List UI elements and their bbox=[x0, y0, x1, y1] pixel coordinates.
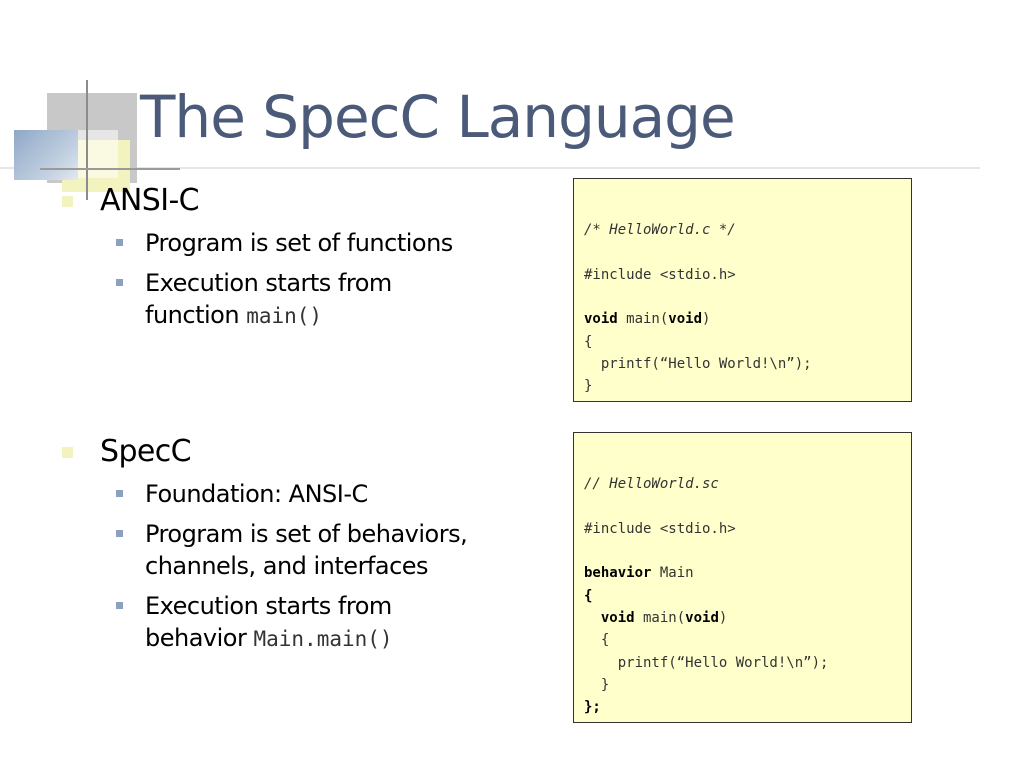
bullet-level2: Program is set of functions bbox=[60, 227, 540, 259]
code-line: { bbox=[584, 333, 593, 350]
section-heading: ANSI-C bbox=[100, 183, 200, 218]
section-specc: SpecC Foundation: ANSI-C Program is set … bbox=[60, 434, 540, 655]
bullet-level2: Program is set of behaviors, channels, a… bbox=[60, 518, 540, 582]
code-line: printf(“Hello World!\n”); bbox=[584, 654, 829, 671]
inline-code: main() bbox=[246, 304, 323, 328]
square-bullet-icon bbox=[116, 602, 123, 609]
bullet-level2: Foundation: ANSI-C bbox=[60, 478, 540, 510]
code-box-helloworld-c: /* HelloWorld.c */ #include <stdio.h> void… bbox=[573, 178, 912, 402]
bullet-text: Program is set of functions bbox=[145, 229, 453, 257]
square-bullet-icon bbox=[62, 196, 73, 207]
bullet-level1: SpecC bbox=[60, 434, 540, 470]
code-line bbox=[584, 286, 901, 308]
title-underline bbox=[0, 167, 980, 169]
square-bullet-icon bbox=[116, 279, 123, 286]
code-line: } bbox=[584, 378, 593, 395]
code-line: void main(void) bbox=[584, 311, 711, 328]
square-bullet-icon bbox=[116, 239, 123, 246]
slide-title: The SpecC Language bbox=[140, 83, 736, 151]
decor-square-blue bbox=[14, 130, 78, 180]
section-ansi-c: ANSI-C Program is set of functions Execu… bbox=[60, 183, 540, 332]
bullet-level2: Execution starts from behavior Main.main… bbox=[60, 590, 540, 655]
bullet-text: Execution starts from bbox=[145, 592, 392, 620]
code-line: void main(void) bbox=[600, 610, 728, 627]
code-line: } bbox=[584, 676, 610, 693]
bullet-text: Program is set of behaviors, bbox=[145, 520, 468, 548]
bullet-level2: Execution starts from function main() bbox=[60, 267, 540, 332]
code-line bbox=[584, 496, 901, 518]
bullet-level1: ANSI-C bbox=[60, 183, 540, 219]
inline-code: Main.main() bbox=[253, 627, 393, 651]
bullet-text: behavior bbox=[145, 624, 247, 652]
decor-vertical-line bbox=[86, 80, 88, 200]
square-bullet-icon bbox=[116, 530, 123, 537]
code-line bbox=[584, 242, 901, 264]
code-line bbox=[584, 540, 901, 562]
bullet-text: function bbox=[145, 301, 240, 329]
section-heading: SpecC bbox=[100, 434, 192, 469]
square-bullet-icon bbox=[116, 490, 123, 497]
code-box-helloworld-sc: // HelloWorld.sc #include <stdio.h> behavi… bbox=[573, 432, 912, 723]
code-line: // HelloWorld.sc bbox=[584, 476, 719, 493]
code-line: /* HelloWorld.c */ bbox=[584, 222, 736, 239]
code-line: #include <stdio.h> bbox=[584, 520, 736, 537]
code-line: #include <stdio.h> bbox=[584, 266, 736, 283]
code-line: { bbox=[584, 587, 593, 604]
code-line: { bbox=[584, 632, 610, 649]
bullet-text: Foundation: ANSI-C bbox=[145, 480, 368, 508]
code-line: }; bbox=[584, 699, 601, 716]
decor-horizontal-line bbox=[40, 168, 180, 170]
square-bullet-icon bbox=[62, 447, 73, 458]
code-line: behavior Main bbox=[584, 565, 694, 582]
bullet-text: channels, and interfaces bbox=[145, 552, 429, 580]
decor-square-white bbox=[78, 130, 118, 178]
bullet-text: Execution starts from bbox=[145, 269, 392, 297]
code-line: printf(“Hello World!\n”); bbox=[584, 356, 812, 373]
